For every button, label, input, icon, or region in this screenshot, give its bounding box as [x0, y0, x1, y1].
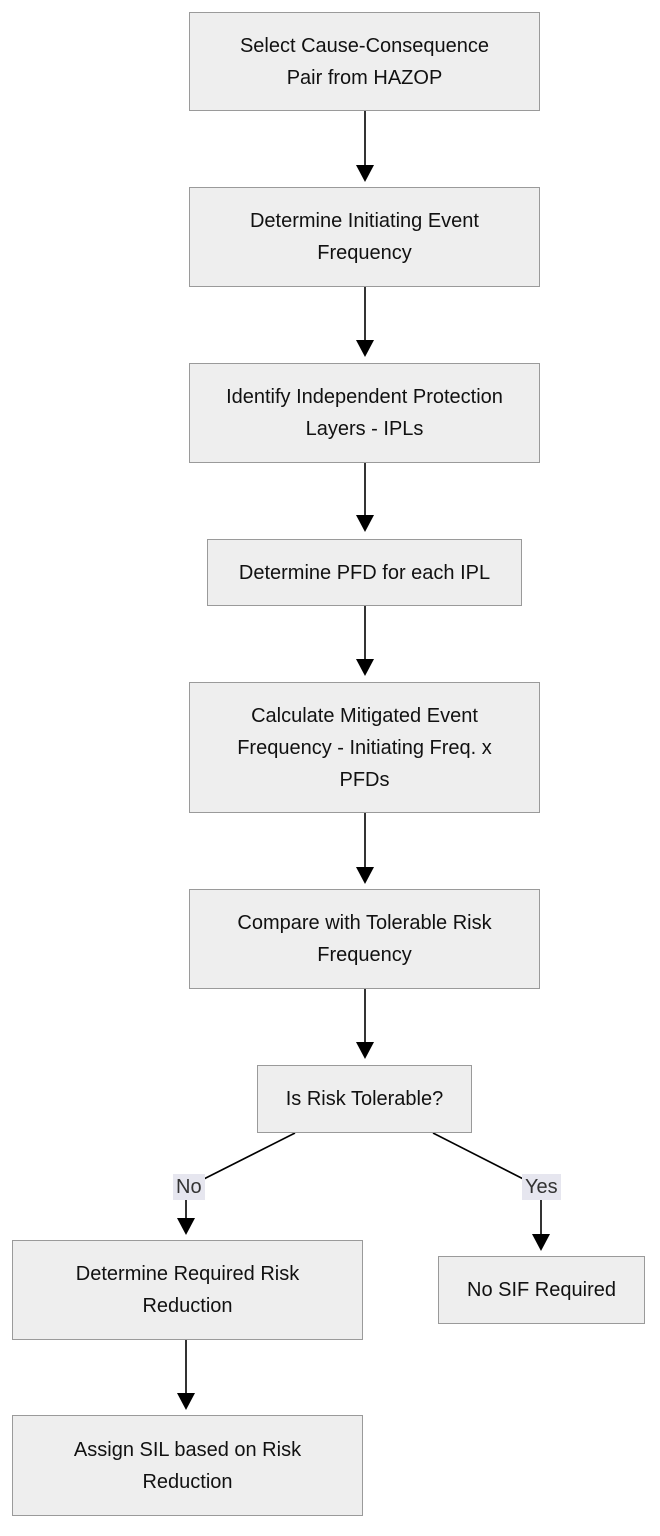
- node-label: Is Risk Tolerable?: [285, 1088, 444, 1110]
- node-assign-sil: Assign SIL based on Risk Reduction: [12, 1415, 363, 1516]
- arrowhead-initiating: [356, 165, 374, 182]
- node-no-sif-required: No SIF Required: [438, 1256, 645, 1324]
- node-label: Compare with Tolerable Risk Frequency: [237, 912, 492, 966]
- node-label: Determine Initiating Event Frequency: [249, 210, 479, 264]
- node-required-risk-reduction: Determine Required Risk Reduction: [12, 1240, 363, 1340]
- arrowhead-decision: [356, 1042, 374, 1059]
- node-label: Determine PFD for each IPL: [238, 561, 491, 584]
- node-compare-tolerable: Compare with Tolerable Risk Frequency: [189, 889, 540, 989]
- node-label: Select Cause-Consequence Pair from HAZOP: [239, 34, 490, 89]
- edge-label-no: No: [173, 1174, 205, 1200]
- node-calculate-mitigated: Calculate Mitigated Event Frequency - In…: [189, 682, 540, 813]
- node-select-cause-consequence: Select Cause-Consequence Pair from HAZOP: [189, 12, 540, 111]
- arrowhead-pfd: [356, 515, 374, 532]
- node-label: Calculate Mitigated Event Frequency - In…: [237, 704, 492, 791]
- node-decision-risk-tolerable: Is Risk Tolerable?: [257, 1065, 472, 1133]
- node-label: Identify Independent Protection Layers -…: [226, 386, 503, 440]
- arrowhead-calc: [356, 659, 374, 676]
- node-initiating-event-frequency: Determine Initiating Event Frequency: [189, 187, 540, 287]
- edge-label-yes: Yes: [522, 1174, 561, 1200]
- arrowhead-compare: [356, 867, 374, 884]
- arrowhead-required-reduction: [177, 1218, 195, 1235]
- node-label: Determine Required Risk Reduction: [75, 1263, 300, 1317]
- arrowhead-no-sif: [532, 1234, 550, 1251]
- node-determine-pfd: Determine PFD for each IPL: [207, 539, 522, 606]
- arrowhead-ipls: [356, 340, 374, 357]
- node-identify-ipls: Identify Independent Protection Layers -…: [189, 363, 540, 463]
- arrowhead-assign-sil: [177, 1393, 195, 1410]
- node-label: Assign SIL based on Risk Reduction: [73, 1438, 302, 1493]
- node-label: No SIF Required: [467, 1279, 616, 1301]
